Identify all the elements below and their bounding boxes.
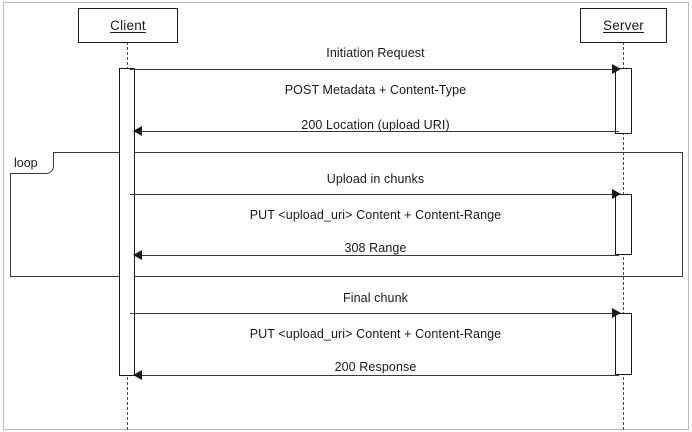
activation-server-final[interactable] — [615, 313, 632, 375]
arrowhead-308-range-icon — [133, 250, 142, 260]
message-final-chunk-label: Final chunk — [342, 291, 409, 305]
loop-fragment[interactable] — [10, 152, 683, 277]
message-put-chunk-label: PUT <upload_uri> Content + Content-Range — [249, 208, 502, 222]
arrowhead-put-chunk-icon — [612, 189, 621, 199]
loop-fragment-label: loop — [14, 155, 38, 170]
activation-server-initiation[interactable] — [615, 68, 632, 134]
arrowhead-200-response-icon — [133, 370, 142, 380]
message-upload-in-chunks-label: Upload in chunks — [326, 172, 425, 186]
activation-client[interactable] — [119, 68, 135, 376]
message-200-location-label: 200 Location (upload URI) — [301, 118, 450, 132]
message-put-final-chunk-label: PUT <upload_uri> Content + Content-Range — [249, 327, 502, 341]
arrowhead-put-final-chunk-icon — [612, 308, 621, 318]
message-line-200-response[interactable] — [137, 375, 619, 376]
activation-server-chunk[interactable] — [615, 194, 632, 255]
participant-server-label: Server — [603, 18, 644, 33]
arrowhead-post-metadata-icon — [612, 64, 621, 74]
arrowhead-200-location-icon — [133, 126, 142, 136]
participant-server[interactable]: Server — [580, 8, 667, 43]
message-initiation-request-label: Initiation Request — [326, 46, 425, 60]
message-308-range-label: 308 Range — [344, 241, 407, 255]
message-200-response-label: 200 Response — [334, 360, 417, 374]
message-line-post-metadata[interactable] — [130, 69, 619, 70]
message-line-put-final-chunk[interactable] — [130, 313, 619, 314]
participant-client-label: Client — [110, 18, 146, 33]
participant-client[interactable]: Client — [78, 8, 178, 43]
message-line-200-location[interactable] — [137, 131, 619, 132]
message-line-put-chunk[interactable] — [130, 194, 619, 195]
diagram-frame — [3, 2, 689, 430]
message-post-metadata-label: POST Metadata + Content-Type — [284, 83, 467, 97]
loop-fragment-tab: loop — [10, 152, 54, 174]
message-line-308-range[interactable] — [137, 255, 619, 256]
